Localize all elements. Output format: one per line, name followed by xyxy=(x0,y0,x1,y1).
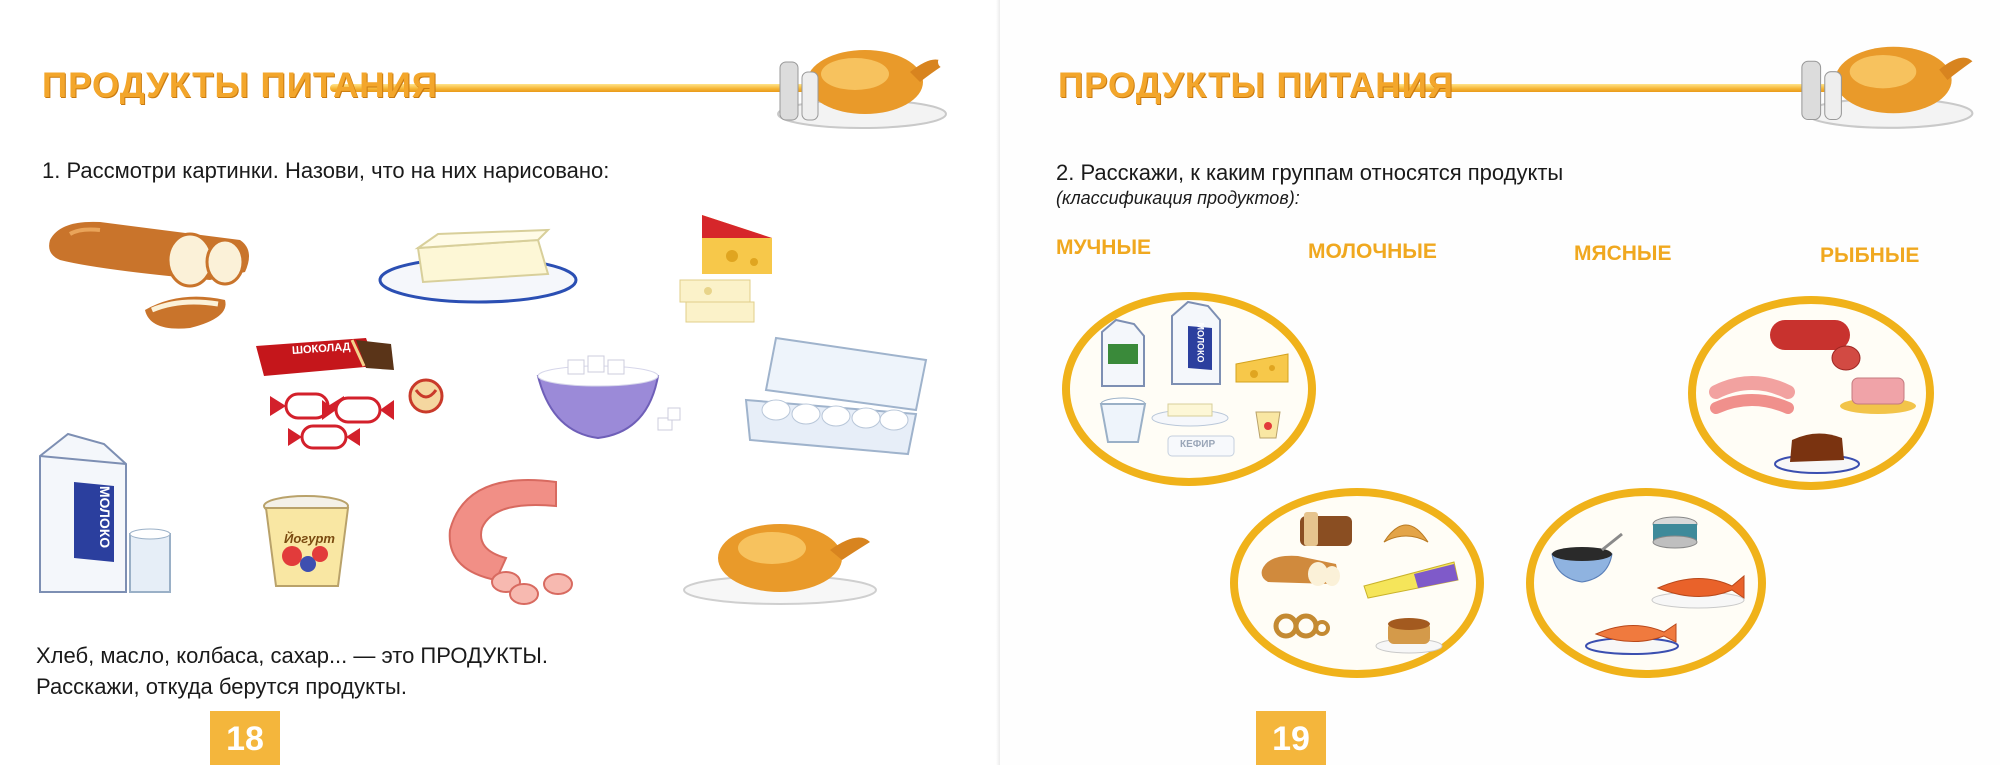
sausage-icon xyxy=(448,479,573,605)
page-left: ПРОДУКТЫ ПИТАНИЯ 1. Рассмотри картинки. … xyxy=(0,0,1000,765)
candy-icon xyxy=(270,378,444,450)
butter-icon xyxy=(378,228,578,304)
milk-carton-icon xyxy=(39,432,171,593)
bottom-line-2: Расскажи, откуда берутся продукты. xyxy=(36,674,407,699)
bottom-text: Хлеб, масло, колбаса, сахар... — это ПРО… xyxy=(36,640,548,702)
sugar-bowl-icon xyxy=(536,355,681,440)
group-label-fish: РЫБНЫЕ xyxy=(1820,244,1920,267)
header-underline xyxy=(1380,84,1940,92)
roast-chicken-icon xyxy=(777,50,950,129)
group-label-flour: МУЧНЫЕ xyxy=(1056,236,1152,259)
kefir-label: КЕФИР xyxy=(1180,439,1216,450)
milk-label: МОЛОКО xyxy=(97,485,114,549)
caviar-icon xyxy=(1551,532,1623,583)
bread-icon xyxy=(1300,512,1352,546)
page-title: ПРОДУКТЫ ПИТАНИЯ xyxy=(1058,66,1454,105)
cake-icon xyxy=(1363,561,1459,599)
group-label-dairy: МОЛОЧНЫЕ xyxy=(1308,240,1437,263)
page-number-right: 19 xyxy=(1256,711,1326,765)
croissant-icon xyxy=(1383,524,1429,543)
pretzel-icon xyxy=(1273,613,1330,639)
milk-label: МОЛОКО xyxy=(1195,322,1206,363)
bread-icon xyxy=(1261,555,1340,586)
page-number-left: 18 xyxy=(210,711,280,765)
sausage-icon xyxy=(1770,320,1861,371)
task-2-text: 2. Расскажи, к каким группам относятся п… xyxy=(1056,160,1564,185)
fish-icon xyxy=(1585,623,1679,655)
header-underline xyxy=(330,84,890,92)
milk-carton-icon xyxy=(1101,318,1145,387)
roast-chicken-icon xyxy=(683,524,877,605)
yogurt-cup-icon xyxy=(263,495,350,587)
meat-dish-icon xyxy=(1774,433,1860,474)
butter-icon xyxy=(1151,403,1229,427)
milk-carton-icon xyxy=(1171,300,1221,385)
cheese-icon xyxy=(1235,353,1289,383)
yogurt-cup-icon xyxy=(1255,411,1281,439)
yogurt-cup-icon xyxy=(1099,397,1147,443)
yogurt-label: Йогурт xyxy=(284,531,335,546)
fish-icon xyxy=(1651,574,1745,609)
page-header: ПРОДУКТЫ ПИТАНИЯ xyxy=(1000,0,2000,140)
task-1-text: 1. Рассмотри картинки. Назови, что на ни… xyxy=(42,158,610,183)
chocolate-bar-icon xyxy=(256,338,394,376)
group-label-meat: МЯСНЫЕ xyxy=(1574,242,1672,265)
page-title: ПРОДУКТЫ ПИТАНИЯ xyxy=(42,66,438,105)
fish-can-icon xyxy=(1652,516,1698,549)
bottom-line-1: Хлеб, масло, колбаса, сахар... — это ПРО… xyxy=(36,643,549,668)
page-right: ПРОДУКТЫ ПИТАНИЯ 2. Расскажи, к каким гр… xyxy=(1000,0,2000,765)
roast-chicken-icon xyxy=(1801,46,1974,129)
page-header: ПРОДУКТЫ ПИТАНИЯ xyxy=(0,0,1000,140)
cheese-icon xyxy=(679,215,772,323)
sausage-icon xyxy=(1709,376,1795,414)
task-2-subtitle: (классификация продуктов): xyxy=(1056,188,1300,208)
egg-carton-icon xyxy=(744,336,928,456)
bread-icon xyxy=(49,221,249,329)
cake-icon xyxy=(1375,618,1443,654)
ham-icon xyxy=(1840,377,1916,414)
kefir-pack-icon xyxy=(1167,435,1235,457)
